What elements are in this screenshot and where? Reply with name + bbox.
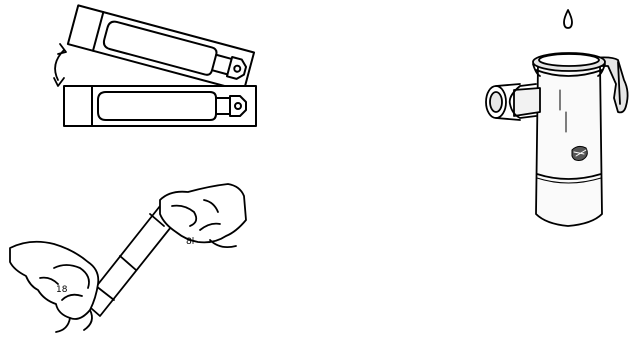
shake-ampoule-illustration [54,5,256,126]
hold-ampoule-illustration: 8l 18 [10,184,246,332]
right-hand: 8l [160,184,246,247]
nebulizer-side-port [486,84,540,120]
svg-text:18: 18 [56,285,68,295]
nebulizer-logo-mark [572,146,587,160]
ampoule-upper [68,5,254,91]
droplet-icon [564,10,572,28]
ampoule-lower [64,86,256,126]
nebulizer-body [536,64,602,226]
nebulizer-illustration [486,10,628,226]
left-hand: 18 [10,242,98,332]
svg-text:8l: 8l [186,237,194,247]
rotate-arrow-icon [54,44,66,86]
